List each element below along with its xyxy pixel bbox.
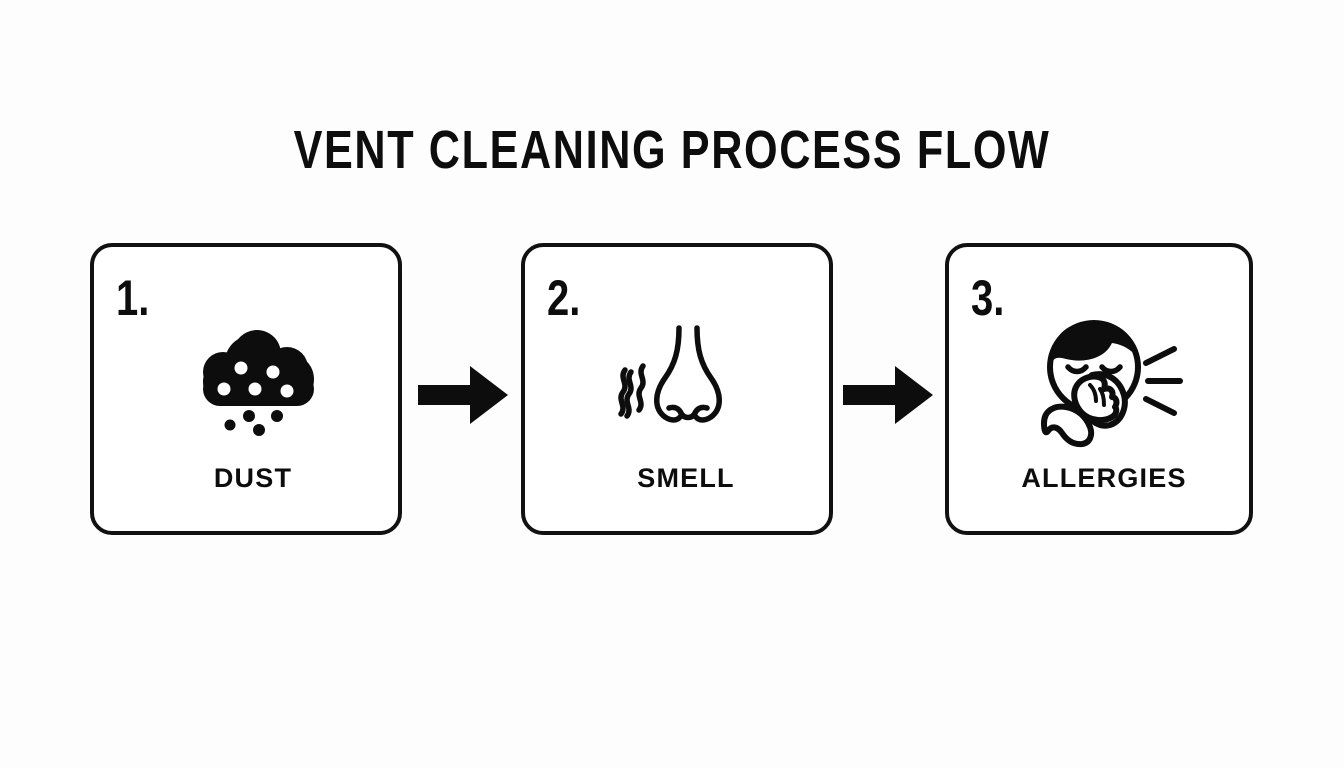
step-label-allergies: ALLERGIES	[1021, 463, 1187, 493]
step-label-dust: DUST	[213, 463, 293, 493]
process-flow: 1.	[90, 243, 1253, 535]
step-number-2: 2.	[547, 270, 581, 326]
page-title: VENT CLEANING PROCESS FLOW	[293, 120, 1051, 180]
nose-smell-icon	[525, 305, 829, 455]
step-number-1: 1.	[116, 270, 150, 326]
step-label-smell: SMELL	[637, 463, 735, 493]
step-number-3: 3.	[971, 270, 1005, 326]
arrow-right-icon-2	[843, 365, 933, 425]
dust-cloud-icon	[94, 305, 398, 455]
flow-step-card-dust[interactable]: 1.	[90, 243, 402, 535]
flow-step-card-smell[interactable]: 2. SMELL	[521, 243, 833, 535]
arrow-right-icon-1	[418, 365, 508, 425]
flow-step-card-allergies[interactable]: 3.	[945, 243, 1253, 535]
sneezing-person-icon	[949, 305, 1249, 455]
